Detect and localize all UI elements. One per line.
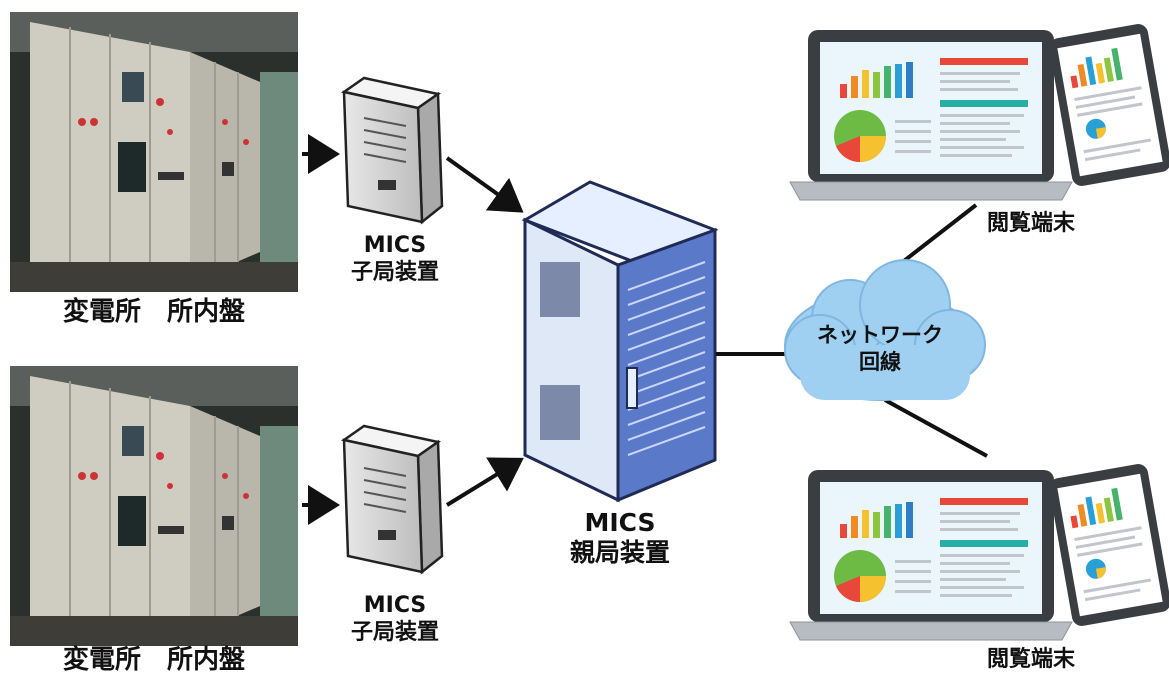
child-unit-label-1: MICS 子局装置 <box>330 232 460 286</box>
parent-unit-label: MICS 親局装置 <box>545 508 695 568</box>
child-server-icon-1 <box>340 76 444 225</box>
substation-caption-2: 変電所 所内盤 <box>62 645 245 675</box>
parent-rack-icon <box>521 180 719 503</box>
arrow-child1-to-parent <box>445 156 524 213</box>
network-cloud-icon <box>784 259 986 401</box>
terminal-caption-2: 閲覧端末 <box>986 647 1075 672</box>
child-server-icon-2 <box>340 424 444 575</box>
browsing-terminal-laptop-1 <box>789 30 1073 201</box>
child-unit-1-type: 子局装置 <box>350 260 439 285</box>
network-name: ネットワーク <box>817 323 943 347</box>
parent-unit-type: 親局装置 <box>569 538 670 567</box>
substation-panel-photo-2 <box>10 366 298 646</box>
browsing-terminal-tablet-1 <box>1049 24 1169 186</box>
substation-caption-1: 変電所 所内盤 <box>62 297 245 327</box>
child-unit-2-type: 子局装置 <box>350 620 439 645</box>
network-label: ネットワーク 回線 <box>800 322 960 376</box>
child-unit-2-name: MICS <box>363 593 427 618</box>
substation-panel-photo-1 <box>10 12 298 292</box>
child-unit-1-name: MICS <box>363 233 427 258</box>
browsing-terminal-laptop-2 <box>789 470 1073 641</box>
network-type: 回線 <box>859 350 901 374</box>
line-cloud-to-terminal2 <box>884 398 988 458</box>
browsing-terminal-tablet-2 <box>1049 464 1169 626</box>
parent-unit-name: MICS <box>584 508 656 537</box>
child-unit-label-2: MICS 子局装置 <box>330 592 460 646</box>
arrow-child2-to-parent <box>445 457 524 507</box>
terminal-caption-1: 閲覧端末 <box>986 211 1075 236</box>
